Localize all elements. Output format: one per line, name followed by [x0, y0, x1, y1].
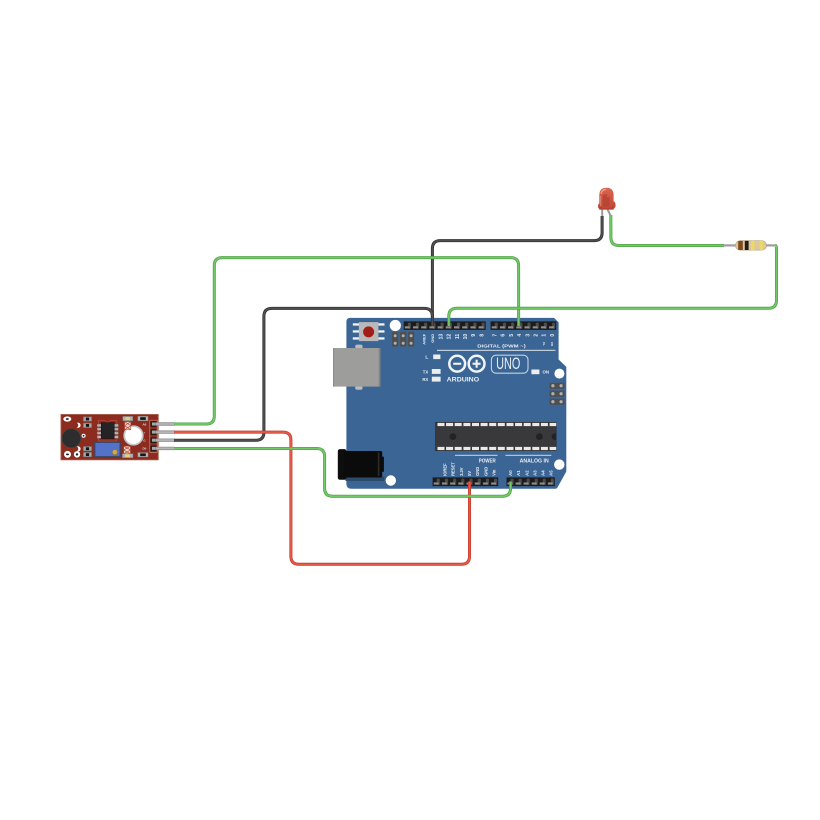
- svg-text:11: 11: [455, 334, 461, 340]
- svg-text:GND: GND: [430, 334, 435, 343]
- svg-text:ON: ON: [543, 370, 549, 375]
- svg-text:GND: GND: [475, 467, 480, 476]
- svg-text:POWER: POWER: [479, 459, 496, 465]
- svg-text:0: 0: [550, 334, 556, 337]
- svg-text:A5: A5: [548, 470, 553, 476]
- svg-text:ANALOG IN: ANALOG IN: [520, 459, 549, 465]
- svg-text:AREF: AREF: [422, 333, 427, 344]
- svg-text:RESET: RESET: [451, 462, 456, 476]
- svg-text:A3: A3: [532, 470, 537, 476]
- svg-text:1: 1: [542, 334, 548, 337]
- svg-text:7: 7: [493, 334, 499, 337]
- svg-text:Vin: Vin: [492, 469, 497, 476]
- svg-text:9: 9: [471, 334, 477, 337]
- svg-text:GND: GND: [483, 467, 488, 476]
- svg-text:3: 3: [525, 334, 531, 337]
- svg-text:8: 8: [479, 334, 485, 337]
- svg-text:L: L: [425, 355, 428, 361]
- svg-text:5: 5: [509, 334, 515, 337]
- svg-text:+: +: [144, 430, 146, 434]
- svg-text:10: 10: [463, 334, 469, 340]
- svg-text:13: 13: [438, 334, 444, 340]
- svg-text:DIGITAL (PWM ~): DIGITAL (PWM ~): [477, 343, 526, 348]
- svg-text:12: 12: [447, 334, 453, 340]
- svg-text:2: 2: [534, 334, 540, 337]
- svg-text:A4: A4: [540, 470, 545, 476]
- svg-text:A0: A0: [142, 422, 146, 426]
- svg-text:G: G: [143, 438, 146, 442]
- svg-text:UNO: UNO: [496, 354, 520, 373]
- svg-text:5V: 5V: [467, 471, 472, 476]
- svg-text:TX: TX: [542, 341, 546, 346]
- svg-text:D0: D0: [142, 446, 146, 450]
- svg-text:ARDUINO: ARDUINO: [447, 376, 480, 383]
- svg-text:TX: TX: [423, 370, 429, 375]
- svg-text:A2: A2: [524, 470, 529, 476]
- svg-text:A1: A1: [516, 470, 521, 476]
- svg-text:4: 4: [517, 334, 523, 337]
- svg-text:A0: A0: [508, 470, 513, 476]
- svg-text:RX: RX: [550, 341, 554, 346]
- svg-text:6: 6: [501, 334, 507, 337]
- svg-text:RX: RX: [422, 377, 428, 382]
- svg-text:3.3V: 3.3V: [459, 467, 464, 476]
- svg-text:IOREF: IOREF: [442, 463, 447, 476]
